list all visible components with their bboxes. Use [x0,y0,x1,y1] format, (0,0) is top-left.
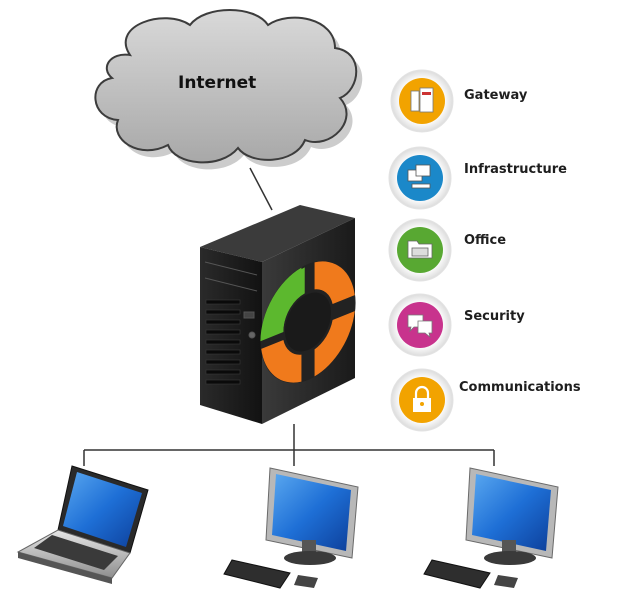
server-vents [205,299,241,385]
office-icon [407,240,433,259]
infrastructure-icon [407,164,431,189]
module-badge-gateway [390,69,454,133]
module-badge-security [388,293,452,357]
server-logo [260,260,356,384]
desktop-monitor-icon [423,467,559,589]
module-label-communications: Communications [459,380,581,395]
module-label-gateway: Gateway [464,88,528,103]
module-badge-communications [390,368,454,432]
network-lines [83,424,495,466]
gateway-icon [410,87,434,113]
internet-link-line [249,167,273,211]
laptop-icon [16,465,149,584]
module-label-infrastructure: Infrastructure [464,162,567,177]
internet-label: Internet [178,73,257,93]
module-badge-infrastructure [388,146,452,210]
desktop-monitor-icon [223,467,359,589]
module-label-office: Office [464,233,507,248]
security-icon [407,314,433,339]
server-front-panel [204,261,258,339]
lock-icon [413,385,431,412]
module-label-security: Security [464,309,525,324]
module-badge-office [388,218,452,282]
internet-cloud [94,9,363,170]
server [200,205,356,424]
